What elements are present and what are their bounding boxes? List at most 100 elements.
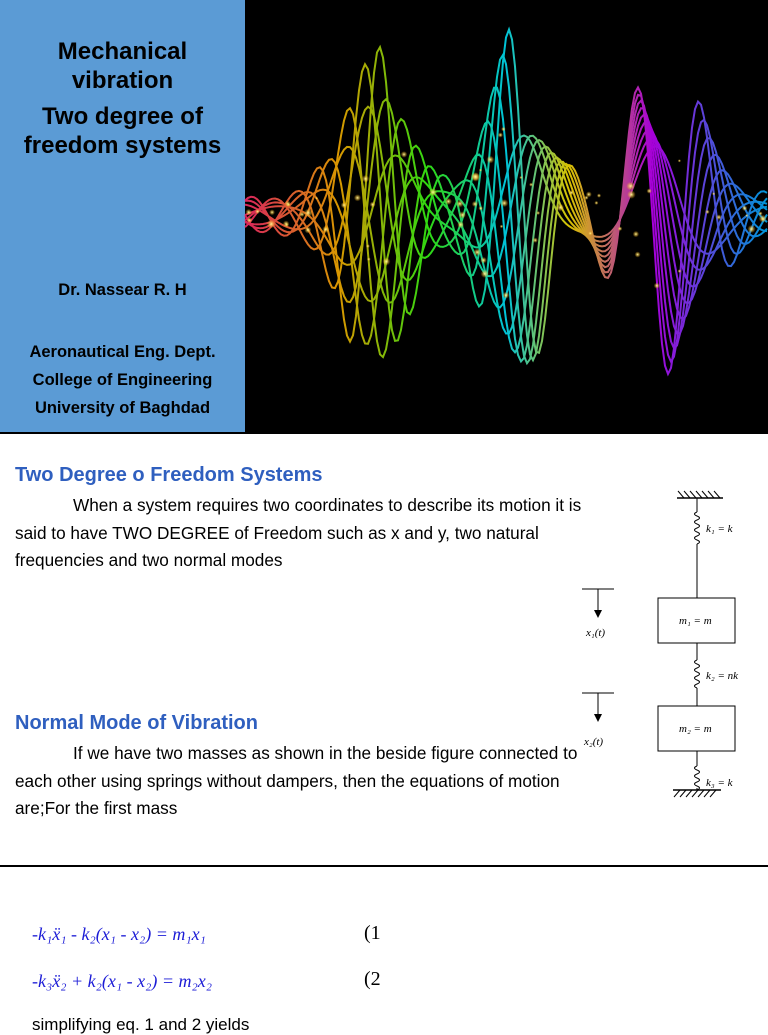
sparkle-dot (322, 225, 330, 233)
title-slide: Mechanical vibration Two degree of freed… (0, 0, 768, 433)
sparkle-dot (588, 231, 593, 236)
sparkle-dot (340, 201, 348, 209)
k1-label: k₁ = k (706, 523, 734, 535)
sparkle-dot (653, 282, 660, 289)
university: University of Baghdad (34, 399, 211, 417)
sparkle-dot (284, 222, 289, 228)
equation-2: -k₃ẍ₂ + k₂(x₁ - x₂) = m₂x₂ (32, 971, 213, 991)
m1-label: m₁ = m (679, 615, 712, 627)
sparkle-dot (428, 188, 438, 197)
sparkle-dot (626, 181, 635, 191)
equations-slide: -k₁ẍ₁ - k₂(x₁ - x₂) = m₁x₁ (1 -k₃ẍ₂ + k₂… (0, 867, 768, 1034)
sparkle-dot (556, 203, 565, 212)
sparkle-dot (471, 200, 478, 208)
sparkle-dot (632, 230, 640, 238)
sparkle-dot (646, 188, 652, 194)
sparkle-dot (712, 192, 716, 196)
sparkle-dot (677, 269, 682, 273)
sparkle-dot (758, 211, 763, 216)
sparkle-dot (741, 205, 748, 211)
sparkle-dot (501, 126, 506, 132)
wave-line (244, 26, 768, 377)
paragraph-normal-mode: If we have two masses as shown in the be… (15, 740, 595, 823)
intro-slide: Two Degree o Freedom Systems When a syst… (0, 434, 768, 866)
sparkle-dot (286, 202, 291, 207)
paragraph-2dof-text: When a system requires two coordinates t… (15, 495, 582, 570)
slide-divider (0, 865, 768, 867)
sparkle-dot (529, 182, 534, 187)
paragraph-2dof: When a system requires two coordinates t… (15, 492, 595, 575)
sparkle-dot (705, 209, 710, 215)
slide-divider (0, 432, 768, 434)
title-panel (0, 0, 245, 433)
sparkle-dot (299, 211, 305, 217)
sparkle-dot (634, 251, 641, 258)
slide-title-line1: Mechanical (57, 38, 188, 65)
sparkle-dot (499, 224, 504, 229)
sparkle-dot (245, 208, 252, 216)
wave-line (244, 86, 768, 366)
sparkle-dot (677, 159, 681, 163)
m2-label: m₂ = m (679, 723, 712, 735)
slide-title-line3: Two degree of (42, 103, 203, 130)
college: College of Engineering (32, 371, 213, 389)
wave-line (244, 52, 768, 364)
two-mass-spring-diagram: k₁ = k m₁ = m k₂ = nk m₂ = m k₃ = k x₁(t… (582, 490, 739, 798)
sparkle-dot (478, 206, 483, 211)
simplifying-text: simplifying eq. 1 and 2 yields (32, 1015, 250, 1034)
sparkle-dot (761, 217, 765, 222)
sparkle-dot (497, 132, 503, 138)
equation-2-number: (2 (364, 968, 381, 990)
sparkle-dot (366, 257, 371, 262)
sparkle-dot (456, 199, 464, 208)
sparkle-dot (596, 193, 602, 198)
sparkle-dot (594, 200, 599, 205)
sparkle-dot (486, 155, 495, 164)
k2-label: k₂ = nk (706, 670, 739, 682)
sparkle-dot (269, 209, 275, 216)
paragraph-normal-mode-text: If we have two masses as shown in the be… (15, 743, 578, 818)
sparkle-dot (444, 197, 452, 205)
sparkle-dot (568, 190, 575, 196)
sparkle-dot (747, 224, 756, 234)
sparkle-dot (584, 195, 589, 200)
sparkle-dot (255, 208, 261, 215)
sparkle-dot (361, 174, 370, 183)
sparkle-dot (480, 256, 487, 264)
slide-title-line2: vibration (71, 67, 174, 94)
sparkle-dot (532, 237, 538, 243)
sparkle-dot (304, 226, 312, 234)
sparkle-dot (536, 211, 541, 215)
sound-wave-image (244, 26, 768, 377)
sparkle-dot (480, 269, 489, 278)
sparkle-dot (519, 175, 523, 180)
sparkle-dot (716, 214, 722, 220)
sparkle-dot (473, 248, 481, 256)
sparkle-dot (470, 172, 480, 181)
x1-label: x₁(t) (585, 627, 605, 639)
sparkle-dot (500, 199, 509, 208)
sparkle-dot (400, 151, 408, 158)
equation-1-number: (1 (364, 922, 381, 944)
equation-1: -k₁ẍ₁ - k₂(x₁ - x₂) = m₁x₁ (32, 924, 206, 944)
author-name: Dr. Nassear R. H (58, 281, 187, 299)
k3-label: k₃ = k (706, 777, 734, 789)
sparkle-dot (617, 226, 623, 231)
slide-title-line4: freedom systems (23, 132, 222, 159)
sparkle-dot (353, 194, 362, 202)
sparkle-dot (266, 219, 276, 229)
sparkle-dot (369, 201, 376, 208)
sparkle-dot (458, 211, 466, 219)
sparkle-dot (627, 190, 636, 199)
sparkle-dot (315, 196, 318, 200)
x2-label: x₂(t) (583, 736, 603, 748)
section-heading-2dof: Two Degree o Freedom Systems (15, 464, 323, 486)
sparkle-dot (382, 257, 391, 266)
sparkle-dot (303, 208, 313, 218)
department: Aeronautical Eng. Dept. (29, 343, 216, 361)
sparkle-dot (246, 217, 253, 224)
sparkle-dot (502, 291, 510, 299)
sparkle-dot (745, 213, 749, 218)
sparkle-dot (365, 244, 370, 249)
sparkle-dot (478, 168, 483, 172)
